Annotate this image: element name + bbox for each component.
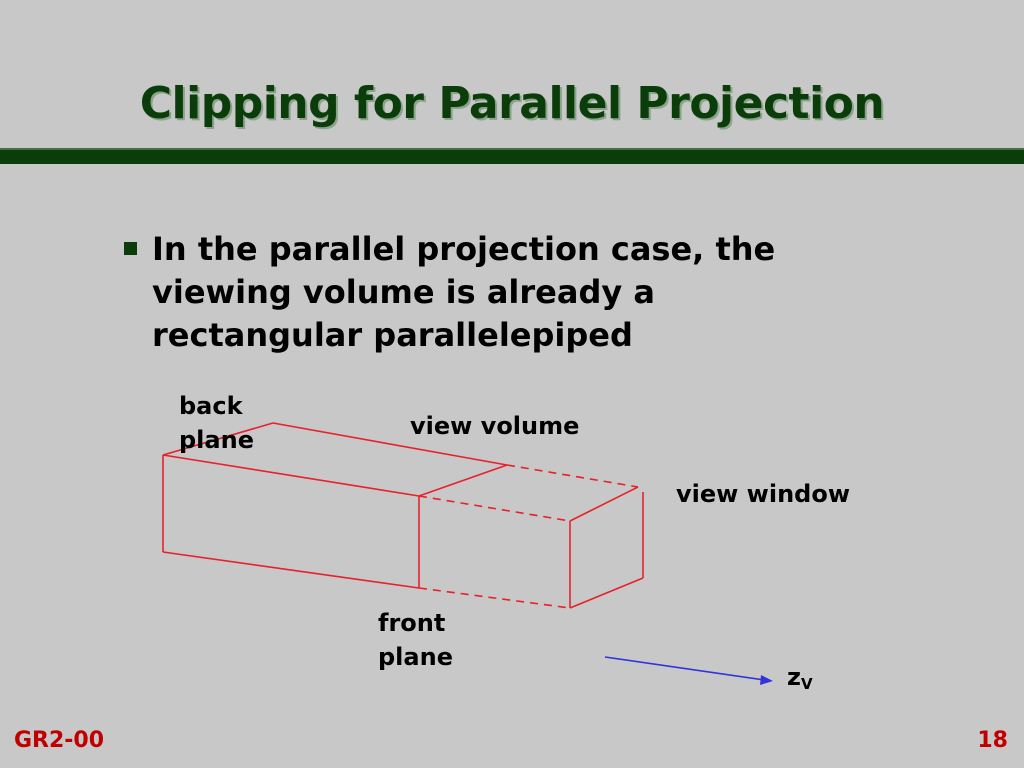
volume-edge-bottom <box>162 551 420 589</box>
volume-edge-top-front <box>162 454 420 497</box>
title-divider <box>0 148 1024 164</box>
slide-title: Clipping for Parallel Projection <box>139 78 885 129</box>
dashed-edge-top-front <box>418 495 571 522</box>
front-plane-bottom-edge <box>569 577 644 609</box>
view-volume-label: view volume <box>410 412 580 440</box>
footer-slide-number: 18 <box>977 728 1008 753</box>
zv-axis-line <box>604 656 765 681</box>
zv-axis-label-subscript: V <box>800 675 813 693</box>
bullet-text: In the parallel projection case, the vie… <box>152 230 776 354</box>
volume-edge-top-back <box>272 422 508 466</box>
front-plane-top-edge <box>569 486 639 522</box>
zv-axis-arrowhead-icon <box>760 675 773 685</box>
footer-course-code: GR2-00 <box>14 728 105 753</box>
zv-axis-label: zV <box>787 660 813 697</box>
view-window-label: view window <box>676 480 850 508</box>
bullet-square-icon <box>124 242 137 255</box>
back-plane-label-line1: back <box>179 392 243 420</box>
front-plane-label-line2: plane <box>378 643 453 671</box>
zv-axis-label-main: z <box>787 663 801 691</box>
front-plane-label-line1: front <box>378 609 446 637</box>
dashed-edge-top-back <box>506 464 639 488</box>
back-plane-label-line2: plane <box>179 426 254 454</box>
dashed-edge-bottom <box>418 587 571 609</box>
back-plane-edge-top <box>162 422 274 456</box>
mid-plane-top-edge <box>418 464 508 497</box>
